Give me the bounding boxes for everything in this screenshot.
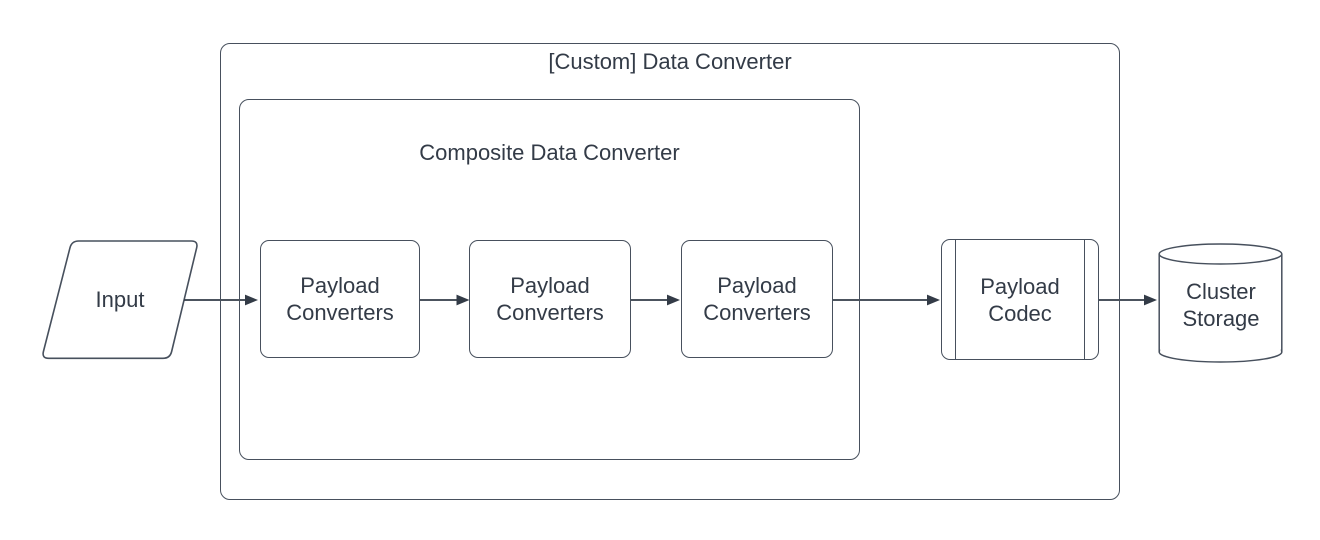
cluster-storage-label: Cluster Storage [1182, 279, 1260, 331]
arrow-input-to-converter1 [184, 294, 258, 306]
cluster-storage-cylinder-shape [1158, 243, 1283, 363]
arrow-converter2-to-converter3 [631, 294, 680, 306]
payload-converters-box-3: Payload Converters [681, 240, 833, 358]
input-label: Input [95, 287, 145, 312]
arrow-converter3-to-codec [833, 294, 940, 306]
custom-data-converter-container [220, 43, 1120, 500]
arrow-codec-to-storage [1099, 294, 1157, 306]
codec-left-bar [955, 240, 956, 359]
payload-codec-box: Payload Codec [941, 239, 1099, 360]
payload-converters-label-3: Payload Converters [703, 273, 811, 325]
custom-data-converter-label: [Custom] Data Converter [548, 49, 792, 74]
composite-data-converter-container [239, 99, 860, 460]
arrow-converter1-to-converter2 [420, 294, 470, 306]
payload-converters-box-1: Payload Converters [260, 240, 420, 358]
codec-right-bar [1084, 240, 1085, 359]
payload-converters-label-2: Payload Converters [496, 273, 604, 325]
payload-codec-label: Payload Codec [980, 273, 1060, 326]
composite-data-converter-label: Composite Data Converter [419, 140, 680, 165]
payload-converters-box-2: Payload Converters [469, 240, 631, 358]
payload-converters-label-1: Payload Converters [286, 273, 394, 325]
input-parallelogram-shape [42, 240, 198, 360]
